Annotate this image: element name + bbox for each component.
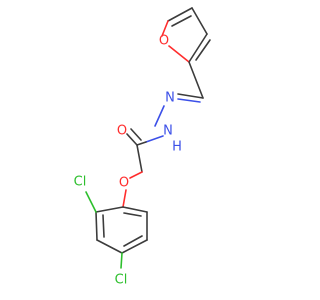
atom-n-amide: N: [163, 124, 173, 139]
bond-c3-c4: [191, 7, 208, 35]
bond-ar2-ar3: [95, 211, 98, 241]
atom-h-amide: H: [172, 140, 182, 155]
bond-c4-c5: [167, 7, 193, 22]
bond-c4-c5-double: [171, 15, 192, 27]
bond-ch-n-double-a: [177, 93, 204, 99]
bond-o-c2: [168, 45, 190, 63]
atom-n-imine: N: [165, 91, 175, 106]
bond-ar4-cl: [120, 252, 123, 269]
bond-ar1-ar2: [95, 206, 124, 213]
bond-n-n: [154, 105, 165, 127]
bond-c-ch2: [136, 144, 143, 173]
bond-ar2-ar3-double: [102, 214, 105, 238]
bond-c3-c2-double: [195, 39, 211, 61]
molecule-structure-diagram: O N N H O O Cl Cl: [74, 7, 211, 288]
bond-ar4-ar5-double: [123, 235, 143, 247]
benzene-ring: [85, 191, 148, 269]
bond-ch2-o: [129, 171, 143, 179]
bond-o-ar: [122, 189, 127, 208]
bond-c2-ch: [188, 61, 204, 99]
bond-ch-n-double-b: [177, 98, 201, 103]
hydrazone-chain: [122, 61, 204, 208]
bond-ar4-ar5: [121, 239, 148, 254]
bond-ar6-ar1: [122, 206, 148, 213]
atom-labels: O N N H O O Cl Cl: [74, 34, 182, 288]
atom-cl-ortho: Cl: [74, 175, 87, 190]
bond-nh-c-b: [136, 141, 147, 146]
bond-c-o-double-b: [130, 128, 142, 141]
bond-ar6-ar1-double: [123, 212, 142, 217]
atom-o-carbonyl: O: [117, 124, 127, 139]
atom-o-furan: O: [159, 34, 169, 49]
bond-ar2-cl: [85, 191, 97, 213]
atom-cl-para: Cl: [115, 273, 128, 288]
furan-ring: [161, 7, 211, 63]
bond-c-o-double-a: [126, 133, 138, 146]
molecule-svg: O N N H O O Cl Cl: [74, 7, 211, 288]
bond-nh-c: [145, 135, 164, 143]
bond-c5-o: [161, 20, 169, 37]
bond-ar3-ar4: [96, 239, 123, 254]
atom-o-ether: O: [119, 176, 129, 191]
bond-c2-c3: [188, 33, 208, 63]
